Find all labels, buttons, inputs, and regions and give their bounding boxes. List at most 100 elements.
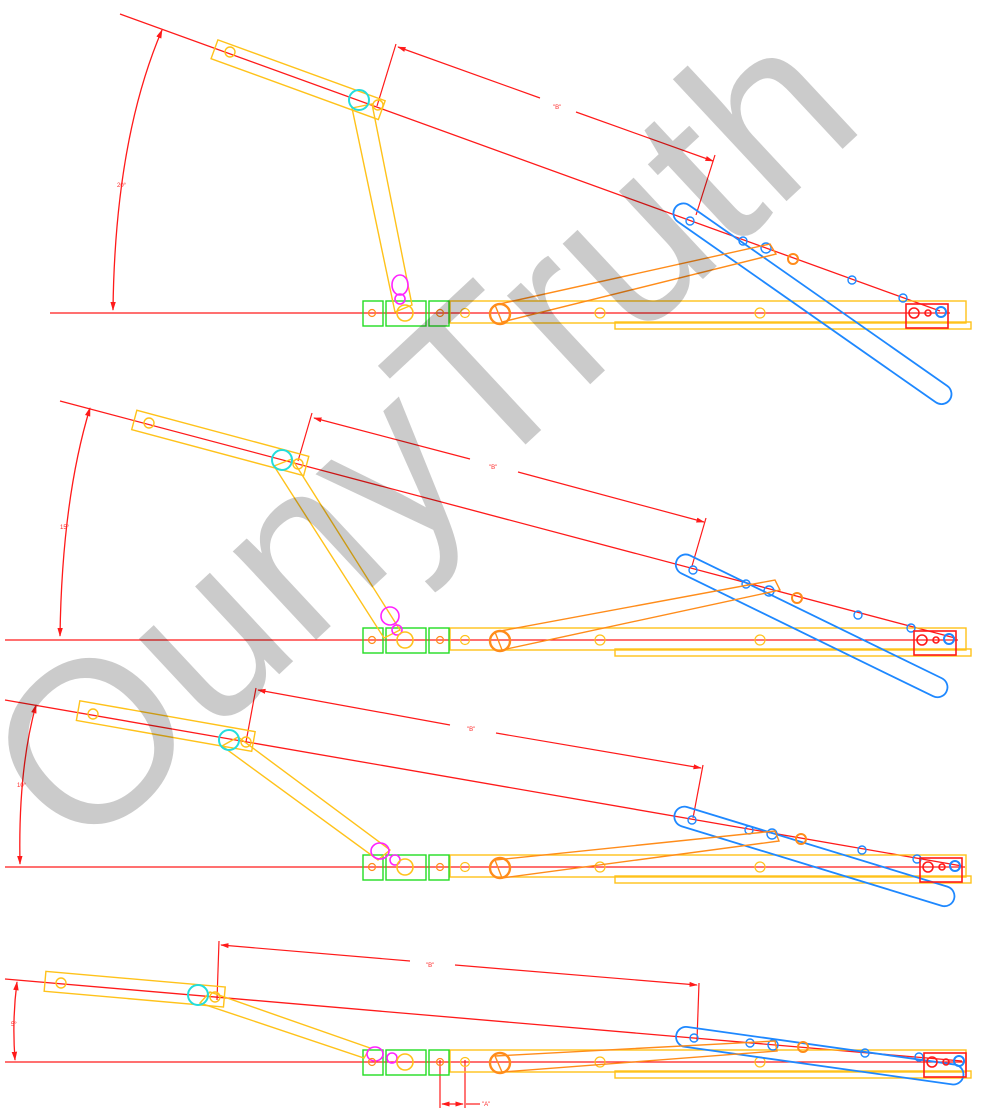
support-arm xyxy=(351,103,413,313)
dim-b-label: "B" xyxy=(489,465,497,471)
dim-b-line-b xyxy=(517,471,705,523)
dim-b-line-a xyxy=(397,46,541,99)
bracket-screw-icons xyxy=(367,635,445,645)
end-block-pivot-icons xyxy=(926,1056,950,1068)
frame-track xyxy=(449,627,967,651)
pivot-joint-icon xyxy=(370,842,414,876)
end-block xyxy=(905,303,949,329)
dim-b-ext-left xyxy=(216,940,220,1001)
dim-b-label: "B" xyxy=(467,727,475,733)
frame-screw-icons xyxy=(459,861,766,873)
slider-pivot-icon xyxy=(488,1051,512,1075)
end-pivot-icon xyxy=(943,633,955,645)
sash-arm-holes xyxy=(685,216,908,303)
sash-arm xyxy=(672,202,953,405)
frame-screw-icons xyxy=(459,307,766,319)
stay-screw-icon-2 xyxy=(209,991,221,1003)
angle-label: 10° xyxy=(17,783,27,789)
frame-track-foot xyxy=(614,1070,972,1079)
angle-label: 15° xyxy=(60,525,70,531)
angle-label: 5° xyxy=(11,1022,17,1028)
dim-b-ext-left xyxy=(297,412,313,462)
stay-screw-icon-2 xyxy=(240,736,252,748)
frame-track xyxy=(449,1049,967,1073)
frame-track-foot xyxy=(614,648,972,657)
dim-b-line-b xyxy=(575,111,714,162)
pivot-joint-icon xyxy=(391,274,414,322)
dim-b-line-b xyxy=(495,732,702,770)
frame-bracket xyxy=(362,1049,450,1076)
frame-bracket xyxy=(362,627,450,654)
diagram-20-degree: 20° "B" xyxy=(50,13,972,405)
dim-b-line-a xyxy=(313,417,471,460)
sash-arm-pin-icon xyxy=(787,253,799,265)
frame-screw-icons xyxy=(459,1056,766,1068)
sash-stay-arm xyxy=(210,38,387,121)
sash-arm xyxy=(675,1025,965,1086)
frame-track-foot xyxy=(614,875,972,884)
opening-reference-line xyxy=(119,13,941,312)
dim-a-label: "A" xyxy=(482,1102,490,1108)
pin-icon xyxy=(187,984,209,1006)
support-arm xyxy=(272,458,402,639)
angle-arc xyxy=(110,29,163,311)
link-arm xyxy=(494,579,782,651)
sash-arm-pin-icon xyxy=(797,1041,809,1053)
end-block-pivot-icons xyxy=(908,307,932,319)
dim-b-line-b xyxy=(454,964,698,987)
frame-track-foot xyxy=(614,321,972,330)
end-block-pivot-icons xyxy=(916,634,940,646)
bracket-screw-icons xyxy=(367,308,445,318)
slider-pivot-icon xyxy=(488,856,512,880)
bracket-screw-icons xyxy=(367,862,445,872)
angle-arc xyxy=(57,407,91,637)
angle-arc xyxy=(17,704,37,865)
sash-stay-arm xyxy=(75,699,256,753)
frame-bracket xyxy=(362,300,450,327)
opening-reference-line xyxy=(59,400,956,639)
pin-icon xyxy=(348,89,370,111)
dim-b-ext-right xyxy=(696,982,700,1041)
stay-screw-icon xyxy=(143,417,155,429)
slider-pivot-icon xyxy=(488,629,512,653)
stay-screw-icon xyxy=(224,46,236,58)
opening-reference-line xyxy=(4,978,963,1062)
sash-arm-pin-icon xyxy=(795,833,807,845)
link-arm xyxy=(494,830,780,879)
dim-b-ext-right xyxy=(695,154,716,216)
frame-screw-icons xyxy=(459,634,766,646)
pin-icon xyxy=(271,449,293,471)
end-block xyxy=(913,630,957,656)
sash-arm xyxy=(673,805,956,908)
dim-b-label: "B" xyxy=(426,963,434,969)
bracket-screw-icons xyxy=(367,1057,445,1067)
angle-label: 20° xyxy=(117,183,127,189)
dim-b-ext-left xyxy=(245,687,257,743)
sash-stay-arm xyxy=(43,970,226,1008)
dim-b-label: "B" xyxy=(553,105,561,111)
end-pivot-icon xyxy=(953,1055,965,1067)
angle-arc xyxy=(11,981,19,1061)
pin-icon xyxy=(218,729,240,751)
diagram-10-degree: 10° "B" xyxy=(4,687,972,908)
end-pivot-icon xyxy=(935,306,947,318)
diagram-5-degree: 5° "B" "A" xyxy=(4,940,972,1108)
stay-screw-icon xyxy=(55,977,67,989)
opening-reference-line xyxy=(4,699,963,867)
dim-b-ext-left xyxy=(376,43,397,107)
sash-arm-holes xyxy=(687,815,922,864)
end-block-pivot-icons xyxy=(922,861,946,873)
dim-b-line-a xyxy=(257,688,451,726)
dim-b-line-a xyxy=(220,943,411,962)
end-block xyxy=(923,1052,967,1078)
frame-track xyxy=(449,300,967,324)
support-arm xyxy=(198,991,372,1059)
stay-screw-icon-2 xyxy=(372,99,384,111)
diagram-15-degree: 15° "B" xyxy=(5,400,972,699)
link-arm xyxy=(493,1040,778,1073)
sash-stay-arm xyxy=(130,409,310,477)
sash-arm-holes xyxy=(689,1033,924,1062)
frame-track xyxy=(449,854,967,878)
sash-arm-pin-icon xyxy=(791,592,803,604)
